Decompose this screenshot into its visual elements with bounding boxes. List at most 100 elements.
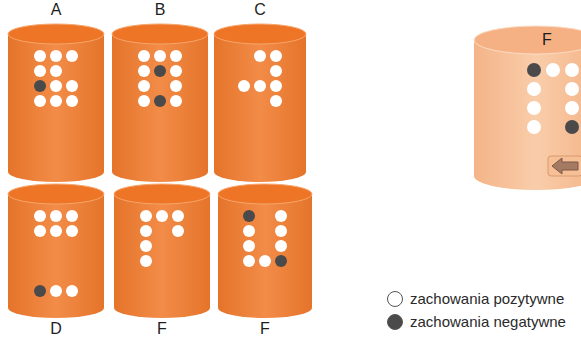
positive-dot <box>170 50 182 62</box>
cylinder-body <box>218 194 312 318</box>
cylinder-top <box>218 184 312 204</box>
positive-dot <box>275 210 287 222</box>
negative-dot <box>34 80 46 92</box>
left-arrow <box>552 158 578 174</box>
negative-dot <box>34 285 46 297</box>
positive-dot <box>170 65 182 77</box>
cylinder-top <box>8 184 104 204</box>
cylinder-node: F <box>474 26 581 192</box>
positive-dot <box>527 82 541 96</box>
cylinder-body <box>8 34 104 182</box>
positive-dot <box>270 80 282 92</box>
cylinder-top <box>112 24 208 44</box>
cylinder-letter: C <box>214 1 306 19</box>
positive-dot <box>140 210 152 222</box>
legend-swatch <box>388 291 403 306</box>
positive-dot <box>254 80 266 92</box>
legend-row: zachowania pozytywne <box>386 287 566 310</box>
cylinder-top <box>8 24 104 44</box>
negative-dot <box>527 63 541 77</box>
negative-dot <box>243 210 255 222</box>
positive-dot <box>172 225 184 237</box>
positive-dot <box>243 255 255 267</box>
cylinder-letter: F <box>218 320 312 338</box>
positive-dot <box>156 210 168 222</box>
cylinder-top <box>114 184 210 204</box>
positive-dot <box>34 210 46 222</box>
cylinder-body <box>112 34 208 182</box>
positive-dot <box>50 210 62 222</box>
cylinder-letter: A <box>8 1 104 19</box>
cylinder-node: C <box>214 0 306 184</box>
positive-dot <box>66 50 78 62</box>
cylinder-top <box>474 26 581 54</box>
negative-dot <box>154 65 166 77</box>
cylinder-body <box>8 194 104 318</box>
cylinder-shape <box>112 0 208 184</box>
cylinder-body <box>214 34 306 182</box>
cylinder-top <box>214 24 306 44</box>
positive-dot <box>527 120 541 134</box>
cylinder-node: F <box>114 184 210 338</box>
positive-dot <box>138 80 150 92</box>
positive-dot <box>66 210 78 222</box>
positive-dot <box>34 225 46 237</box>
positive-dot <box>172 210 184 222</box>
cylinder-node: F <box>218 184 312 338</box>
positive-dot <box>50 80 62 92</box>
cylinder-body <box>474 40 581 190</box>
legend-label: zachowania pozytywne <box>410 290 564 307</box>
positive-dot <box>140 255 152 267</box>
positive-dot <box>565 101 579 115</box>
legend: zachowania pozytywne zachowania negatywne <box>386 287 566 333</box>
cylinder-letter: F <box>474 31 581 49</box>
negative-dot <box>565 120 579 134</box>
cylinder-shape <box>218 184 312 320</box>
positive-dot <box>50 225 62 237</box>
positive-dot <box>140 225 152 237</box>
positive-dot <box>50 285 62 297</box>
positive-dot <box>270 65 282 77</box>
positive-dot <box>34 65 46 77</box>
positive-dot <box>154 50 166 62</box>
positive-dot <box>565 82 579 96</box>
positive-dot <box>66 285 78 297</box>
positive-dot <box>34 50 46 62</box>
cylinder-letter: F <box>114 320 210 338</box>
positive-dot <box>66 95 78 107</box>
positive-dot <box>527 101 541 115</box>
positive-dot <box>238 80 250 92</box>
legend-swatch-box <box>386 313 404 331</box>
legend-swatch <box>388 314 403 329</box>
positive-dot <box>34 95 46 107</box>
legend-row: zachowania negatywne <box>386 310 566 333</box>
cylinder-node: A <box>8 0 104 184</box>
positive-dot <box>138 50 150 62</box>
positive-dot <box>243 240 255 252</box>
cylinder-shape <box>474 26 581 192</box>
cylinder-shape <box>114 184 210 320</box>
positive-dot <box>66 225 78 237</box>
positive-dot <box>66 80 78 92</box>
cylinder-node: B <box>112 0 208 184</box>
positive-dot <box>50 95 62 107</box>
positive-dot <box>140 240 152 252</box>
positive-dot <box>275 225 287 237</box>
legend-swatch-box <box>386 290 404 308</box>
negative-dot <box>154 95 166 107</box>
negative-dot <box>275 255 287 267</box>
positive-dot <box>138 95 150 107</box>
positive-dot <box>243 225 255 237</box>
cylinder-shape <box>214 0 306 184</box>
cylinder-body <box>114 194 210 318</box>
positive-dot <box>565 63 579 77</box>
cylinder-shape <box>8 0 104 184</box>
cylinder-letter: B <box>112 1 208 19</box>
cylinder-node: D <box>8 184 104 338</box>
cylinder-letter: D <box>8 320 104 338</box>
cylinder-shape <box>8 184 104 320</box>
positive-dot <box>546 63 560 77</box>
arrow-button <box>548 156 581 176</box>
positive-dot <box>50 65 62 77</box>
